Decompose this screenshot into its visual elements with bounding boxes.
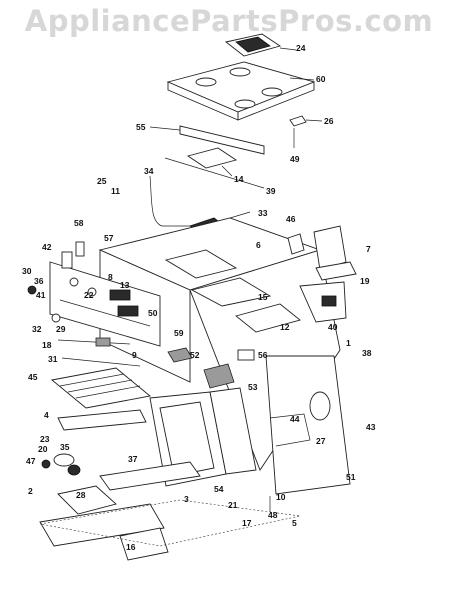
heat-shield-plate — [186, 147, 238, 177]
panel-16 — [119, 527, 169, 561]
bracket-53 — [203, 363, 235, 389]
rack-support — [57, 409, 147, 431]
callout-label-33: 33 — [258, 208, 268, 218]
callout-label-28: 28 — [76, 490, 86, 500]
callout-label-44: 44 — [290, 414, 300, 424]
fitting-35 — [67, 464, 81, 476]
callout-label-53: 53 — [248, 382, 258, 392]
callout-label-48: 48 — [268, 510, 278, 520]
callout-label-32: 32 — [32, 324, 42, 334]
callout-label-24: 24 — [296, 43, 306, 53]
kick-plate-3 — [99, 461, 201, 491]
callout-label-45: 45 — [28, 372, 38, 382]
callout-label-46: 46 — [286, 214, 296, 224]
callout-label-43: 43 — [366, 422, 376, 432]
callout-label-41: 41 — [36, 290, 46, 300]
callout-label-21: 21 — [228, 500, 238, 510]
callout-label-31: 31 — [48, 354, 58, 364]
callout-label-56: 56 — [258, 350, 268, 360]
callout-label-49: 49 — [290, 154, 300, 164]
callout-label-17: 17 — [242, 518, 252, 528]
callout-label-18: 18 — [42, 340, 52, 350]
callout-label-25: 25 — [97, 176, 107, 186]
back-panel — [265, 355, 351, 495]
callout-label-27: 27 — [316, 436, 326, 446]
callout-label-11: 11 — [111, 186, 120, 196]
oven-body — [98, 217, 341, 471]
callout-label-10: 10 — [276, 492, 286, 502]
callout-label-22: 22 — [84, 290, 94, 300]
callout-label-50: 50 — [148, 308, 158, 318]
callout-label-8: 8 — [108, 272, 113, 282]
callout-label-26: 26 — [324, 116, 334, 126]
callout-label-47: 47 — [26, 456, 36, 466]
valve-20 — [53, 453, 75, 467]
callout-label-38: 38 — [362, 348, 372, 358]
callout-label-59: 59 — [174, 328, 184, 338]
callout-label-3: 3 — [184, 494, 189, 504]
callout-label-60: 60 — [316, 74, 326, 84]
callout-label-36: 36 — [34, 276, 44, 286]
callout-label-15: 15 — [258, 292, 268, 302]
callout-label-6: 6 — [256, 240, 261, 250]
callout-label-40: 40 — [328, 322, 338, 332]
vent-duct-40 — [299, 281, 347, 323]
callout-label-2: 2 — [28, 486, 33, 496]
tube-assembly — [164, 157, 265, 189]
control-panel — [49, 261, 161, 347]
callout-label-30: 30 — [22, 266, 32, 276]
callout-label-29: 29 — [56, 324, 66, 334]
control-knob — [27, 285, 37, 295]
callout-label-14: 14 — [234, 174, 244, 184]
callout-label-1: 1 — [346, 338, 351, 348]
callout-label-54: 54 — [214, 484, 224, 494]
rod-31 — [61, 357, 141, 367]
switch-part — [75, 241, 85, 257]
manifold-bar — [149, 125, 265, 155]
callout-label-55: 55 — [136, 122, 146, 132]
broiler-pan — [57, 485, 117, 515]
hinge-46 — [287, 233, 305, 255]
screw-47 — [41, 459, 51, 469]
oven-door — [149, 387, 257, 487]
callout-label-5: 5 — [292, 518, 297, 528]
valve-fitting — [51, 313, 61, 323]
valve-knob-part — [289, 115, 323, 148]
bracket-52 — [167, 347, 193, 363]
relay-56 — [237, 349, 255, 361]
callout-label-34: 34 — [144, 166, 154, 176]
oven-rack — [50, 367, 152, 409]
callout-label-57: 57 — [104, 233, 114, 243]
burner-grate — [224, 33, 297, 57]
callout-label-20: 20 — [38, 444, 48, 454]
callout-label-13: 13 — [120, 280, 130, 290]
callout-label-52: 52 — [190, 350, 200, 360]
callout-label-58: 58 — [74, 218, 84, 228]
callout-label-9: 9 — [132, 350, 137, 360]
callout-label-37: 37 — [128, 454, 138, 464]
callout-label-51: 51 — [346, 472, 356, 482]
callout-label-23: 23 — [40, 434, 50, 444]
callout-label-4: 4 — [44, 410, 49, 420]
callout-label-7: 7 — [366, 244, 371, 254]
bracket-part — [61, 251, 73, 269]
callout-label-35: 35 — [60, 442, 70, 452]
fitting-29 — [95, 337, 111, 347]
bake-element — [269, 413, 311, 447]
callout-label-19: 19 — [360, 276, 370, 286]
drawer-front-2 — [39, 503, 165, 547]
callout-label-39: 39 — [266, 186, 276, 196]
cooktop-panel — [166, 61, 316, 121]
callout-label-12: 12 — [280, 322, 290, 332]
side-bracket-7 — [313, 225, 357, 281]
callout-label-42: 42 — [42, 242, 52, 252]
rod-18 — [57, 339, 131, 345]
callout-label-16: 16 — [126, 542, 136, 552]
